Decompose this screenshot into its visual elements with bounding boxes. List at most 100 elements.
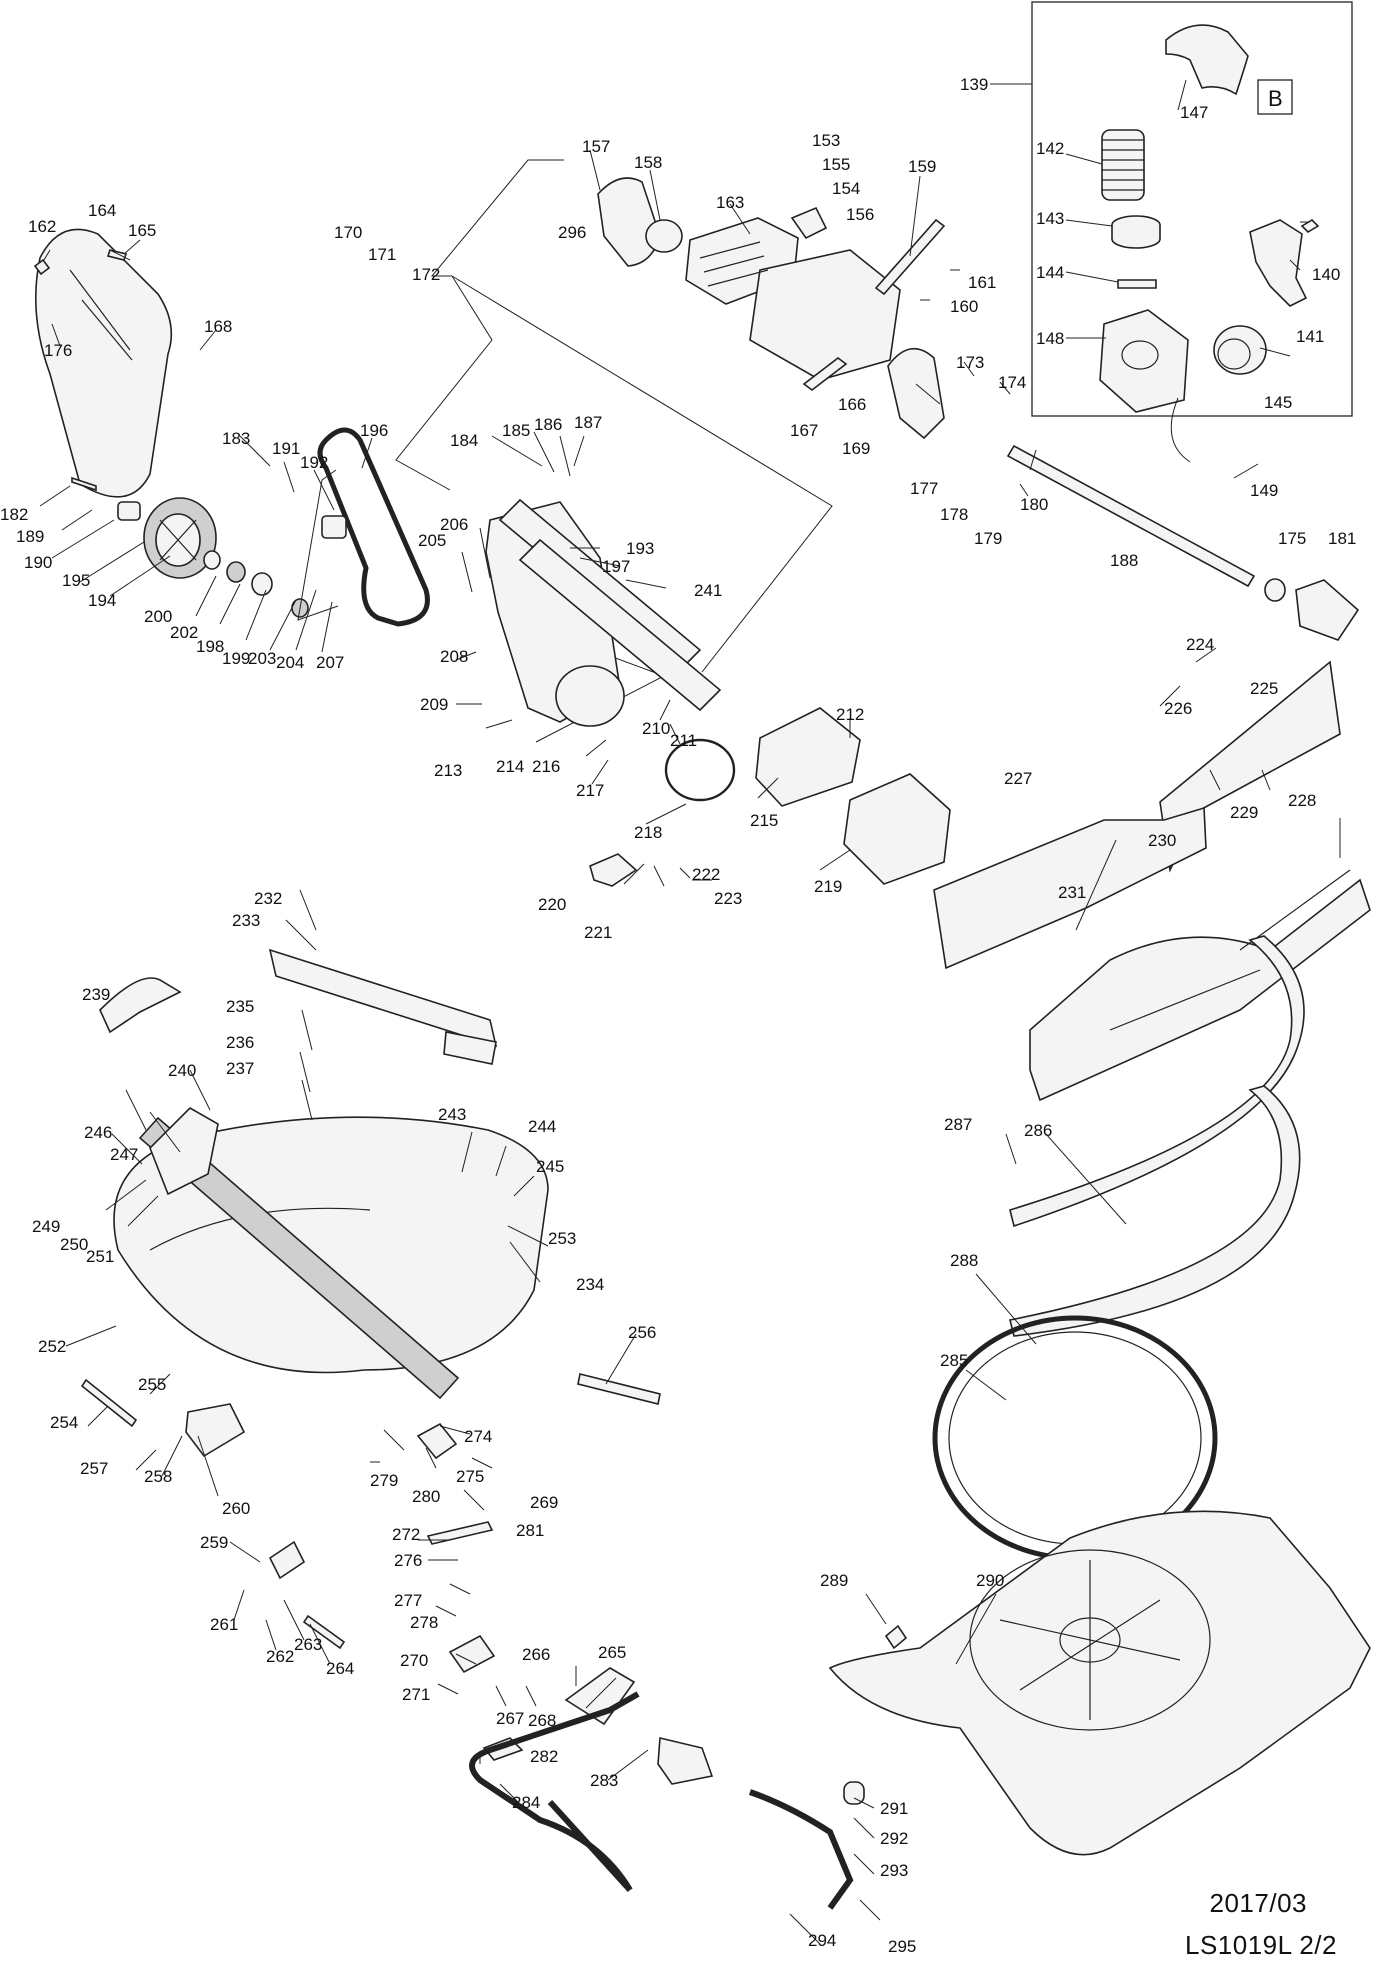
label-223: 223	[714, 889, 742, 908]
label-170: 170	[334, 223, 362, 242]
shaft-part-167	[802, 356, 848, 392]
belt-part-196	[317, 427, 430, 627]
label-264: 264	[326, 1659, 354, 1678]
label-175: 175	[1278, 529, 1306, 548]
spacer-part-195	[117, 501, 141, 521]
screw-part-289	[884, 1624, 908, 1650]
leader-lines	[39, 79, 1341, 1945]
model-page-label: LS1019L 2/2	[1184, 1930, 1337, 1960]
label-174: 174	[998, 373, 1026, 392]
bolt-part-182	[71, 476, 97, 492]
label-237: 237	[226, 1059, 254, 1078]
label-176: 176	[44, 341, 72, 360]
label-163: 163	[716, 193, 744, 212]
label-156: 156	[846, 205, 874, 224]
label-162: 162	[28, 217, 56, 236]
plate-part-233	[268, 948, 498, 1048]
label-286: 286	[1024, 1121, 1052, 1140]
label-182: 182	[0, 505, 28, 524]
motor-housing-163	[685, 217, 901, 381]
label-143: 143	[1036, 209, 1064, 228]
label-252: 252	[38, 1337, 66, 1356]
label-251: 251	[86, 1247, 114, 1266]
frame-line-2	[451, 275, 833, 673]
bracket-part-270	[448, 1634, 496, 1674]
label-225: 225	[1250, 679, 1278, 698]
label-271: 271	[402, 1685, 430, 1704]
rod-part-188	[1006, 444, 1256, 588]
label-249: 249	[32, 1217, 60, 1236]
label-149: 149	[1250, 481, 1278, 500]
label-263: 263	[294, 1635, 322, 1654]
label-220: 220	[538, 895, 566, 914]
label-203: 203	[248, 649, 276, 668]
label-268: 268	[528, 1711, 556, 1730]
label-253: 253	[548, 1229, 576, 1248]
label-224: 224	[1186, 635, 1214, 654]
label-155: 155	[822, 155, 850, 174]
base-rail	[138, 1116, 460, 1400]
knob-part-181	[1295, 579, 1360, 641]
label-283: 283	[590, 1771, 618, 1790]
turn-base-252	[113, 1116, 549, 1400]
label-233: 233	[232, 911, 260, 930]
pulley-part-198	[251, 572, 273, 596]
label-254: 254	[50, 1413, 78, 1432]
label-171: 171	[368, 245, 396, 264]
label-145: 145	[1264, 393, 1292, 412]
label-244: 244	[528, 1117, 556, 1136]
label-213: 213	[434, 761, 462, 780]
label-246: 246	[84, 1123, 112, 1142]
label-212: 212	[836, 705, 864, 724]
label-194: 194	[88, 591, 116, 610]
label-140: 140	[1312, 265, 1340, 284]
bearing-part-202	[226, 561, 246, 583]
duct-part-219	[843, 773, 951, 885]
base-part-290	[828, 1510, 1371, 1856]
label-205: 205	[418, 531, 446, 550]
plate-part-233-end	[443, 1031, 497, 1065]
label-274: 274	[464, 1427, 492, 1446]
label-197: 197	[602, 557, 630, 576]
label-218: 218	[634, 823, 662, 842]
bracket-part-141	[1249, 219, 1308, 307]
label-147: 147	[1180, 103, 1208, 122]
bolt-part-256	[577, 1373, 661, 1405]
label-179: 179	[974, 529, 1002, 548]
label-177: 177	[910, 479, 938, 498]
label-211: 211	[670, 731, 697, 750]
label-172: 172	[412, 265, 440, 284]
label-190: 190	[24, 553, 52, 572]
clip-part-144	[1117, 279, 1157, 289]
foot-part-291	[843, 1781, 865, 1805]
label-272: 272	[392, 1525, 420, 1544]
label-139: 139	[960, 75, 988, 94]
label-279: 279	[370, 1471, 398, 1490]
label-158: 158	[634, 153, 662, 172]
label-235: 235	[226, 997, 254, 1016]
label-284: 284	[512, 1793, 540, 1812]
label-267: 267	[496, 1709, 524, 1728]
label-148: 148	[1036, 329, 1064, 348]
label-292: 292	[880, 1829, 908, 1848]
label-226: 226	[1164, 699, 1192, 718]
pulley-194	[143, 497, 217, 579]
label-245: 245	[536, 1157, 564, 1176]
label-142: 142	[1036, 139, 1064, 158]
label-186: 186	[534, 415, 562, 434]
label-221: 221	[584, 923, 612, 942]
knob-part-283	[657, 1737, 714, 1785]
label-192: 192	[300, 453, 328, 472]
label-239: 239	[82, 985, 110, 1004]
bracket-part-259	[268, 1540, 306, 1580]
pin-part-264	[302, 1614, 346, 1650]
label-206: 206	[440, 515, 468, 534]
label-180: 180	[1020, 495, 1048, 514]
label-208: 208	[440, 647, 468, 666]
hose-spring-142	[1101, 129, 1145, 201]
plate-part-286	[1009, 935, 1305, 1228]
lever-part-156	[790, 206, 828, 240]
plate-part-272	[426, 1521, 494, 1545]
label-198: 198	[196, 637, 224, 656]
